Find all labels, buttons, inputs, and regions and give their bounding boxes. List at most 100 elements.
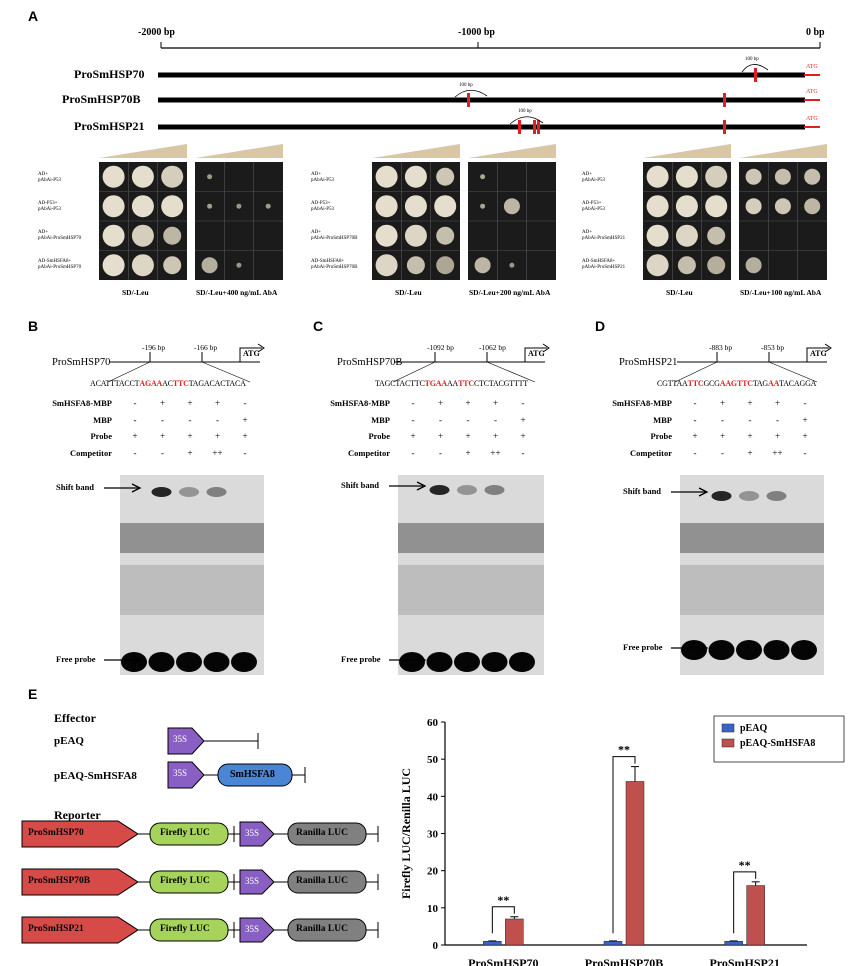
shift-band <box>179 487 199 497</box>
condition-value: + <box>159 398 166 408</box>
p35s-arrow <box>167 761 205 789</box>
bar <box>625 781 645 946</box>
reporter-title: Reporter <box>54 808 101 822</box>
arrow-head <box>416 655 427 665</box>
wedge-shape <box>643 144 731 158</box>
yeast-colony <box>375 224 398 247</box>
plate-label-left: SD/-Leu <box>122 288 149 297</box>
y1h-row-line1: AD+ <box>38 230 49 235</box>
free-probe-label: Free probe <box>56 654 96 664</box>
condition-label: Probe <box>368 431 390 441</box>
yeast-colony <box>804 168 821 185</box>
y-tick-label: 40 <box>427 791 439 803</box>
condition-value: + <box>774 398 781 408</box>
p35s-label: 35S <box>245 924 260 934</box>
site-position: -166 bp <box>194 343 218 352</box>
condition-value: + <box>520 431 526 441</box>
condition-value: + <box>492 431 499 441</box>
panel-e-letter: E <box>28 686 38 702</box>
condition-label: Probe <box>90 431 112 441</box>
shift-band <box>766 491 787 501</box>
scale-label: 100 bp <box>518 109 532 114</box>
axis-label-left: -2000 bp <box>138 27 175 38</box>
yeast-colony <box>434 195 457 218</box>
promoter-name: ProSmHSP70B <box>62 92 141 106</box>
yeast-colony <box>646 195 669 218</box>
sequence-segment: TTC <box>458 379 474 388</box>
emsa-panel-letter: B <box>28 318 39 334</box>
yeast-colony <box>646 224 669 247</box>
condition-value: - <box>693 414 697 425</box>
arrow-icon <box>671 643 709 653</box>
condition-value: - <box>411 447 415 458</box>
free-probe-band <box>481 652 508 672</box>
condition-value: + <box>719 431 726 441</box>
site-position: -1062 bp <box>479 343 506 352</box>
yeast-colony <box>375 254 398 277</box>
y1h-row-line1: AD-SmHSFA8+ <box>582 259 616 264</box>
dilution-wedge <box>372 144 460 158</box>
sequence-segment: ACATTTACCT <box>90 379 140 388</box>
yeast-colony <box>161 165 184 188</box>
yeast-colony <box>201 257 218 274</box>
yeast-colony <box>265 203 271 209</box>
emsa-gel <box>120 475 264 675</box>
zoom-line <box>674 361 718 383</box>
condition-value: + <box>747 431 753 441</box>
sequence-segment: CGTTAA <box>657 379 688 388</box>
atg-label: ATG <box>806 64 818 70</box>
atg-arrow <box>524 347 547 362</box>
emsa-schematic <box>107 343 265 383</box>
scale-arc <box>454 89 488 98</box>
y1h-row-line1: AD-SmHSFA8+ <box>311 259 345 264</box>
y1h-row-label: AD-SmHSFA8+pAbAi-ProSmHSP70 <box>38 259 81 271</box>
yeast-colony <box>163 226 182 245</box>
condition-value: + <box>214 398 221 408</box>
plate-colonies <box>195 162 283 280</box>
condition-value: + <box>747 447 753 458</box>
yeast-colony <box>163 256 182 275</box>
yeast-colony <box>646 165 669 188</box>
firefly-luc-label: Firefly LUC <box>160 924 210 934</box>
emsa-promoter-name: ProSmHSP21 <box>619 357 678 368</box>
condition-value: + <box>187 398 193 408</box>
condition-value: - <box>188 414 192 425</box>
condition-value: - <box>803 398 807 408</box>
site-position: -196 bp <box>142 343 166 352</box>
yeast-colony <box>131 165 154 188</box>
site-position: -883 bp <box>709 343 733 352</box>
nonspecific-band <box>120 523 264 553</box>
y1h-row-line2: pAbAi-ProSmHSP21 <box>582 236 626 241</box>
smear <box>398 565 544 615</box>
sequence-segment: AA <box>446 379 459 388</box>
condition-value: - <box>133 447 137 458</box>
dilution-wedge <box>468 144 556 158</box>
y1h-row-line1: AD-P53+ <box>38 201 58 206</box>
shift-band <box>739 491 759 501</box>
y1h-row-label: AD-P53+pAbAi-P53 <box>582 201 605 213</box>
emsa-panel-letter: D <box>595 318 606 334</box>
condition-value: + <box>410 431 416 441</box>
condition-value: - <box>216 414 219 425</box>
reporter-promoter-label: ProSmHSP21 <box>28 924 84 934</box>
yeast-colony <box>102 195 125 218</box>
hse-site-mark <box>723 120 726 134</box>
significance-label: ** <box>618 743 630 757</box>
firefly-luc-label: Firefly LUC <box>160 876 210 886</box>
dilution-wedge <box>643 144 731 158</box>
shift-band-label: Shift band <box>341 480 380 490</box>
p35s-arrow <box>239 821 275 847</box>
site-position: -853 bp <box>761 343 785 352</box>
y1h-row-label: AD+pAbAi-ProSmHSP21 <box>582 230 625 242</box>
renilla-luc-label: Ranilla LUC <box>296 876 348 886</box>
condition-value: - <box>243 447 247 458</box>
emsa-promoter-name: ProSmHSP70 <box>52 357 111 368</box>
dilution-wedge <box>99 144 187 158</box>
condition-value: ++ <box>772 447 783 458</box>
emsa-schematic <box>674 343 832 383</box>
zoom-line <box>486 361 536 383</box>
yeast-plate <box>643 162 731 280</box>
effector-name: pEAQ <box>54 735 84 747</box>
sequence-segment: GCG <box>703 379 720 388</box>
construct-diagrams <box>21 727 379 944</box>
